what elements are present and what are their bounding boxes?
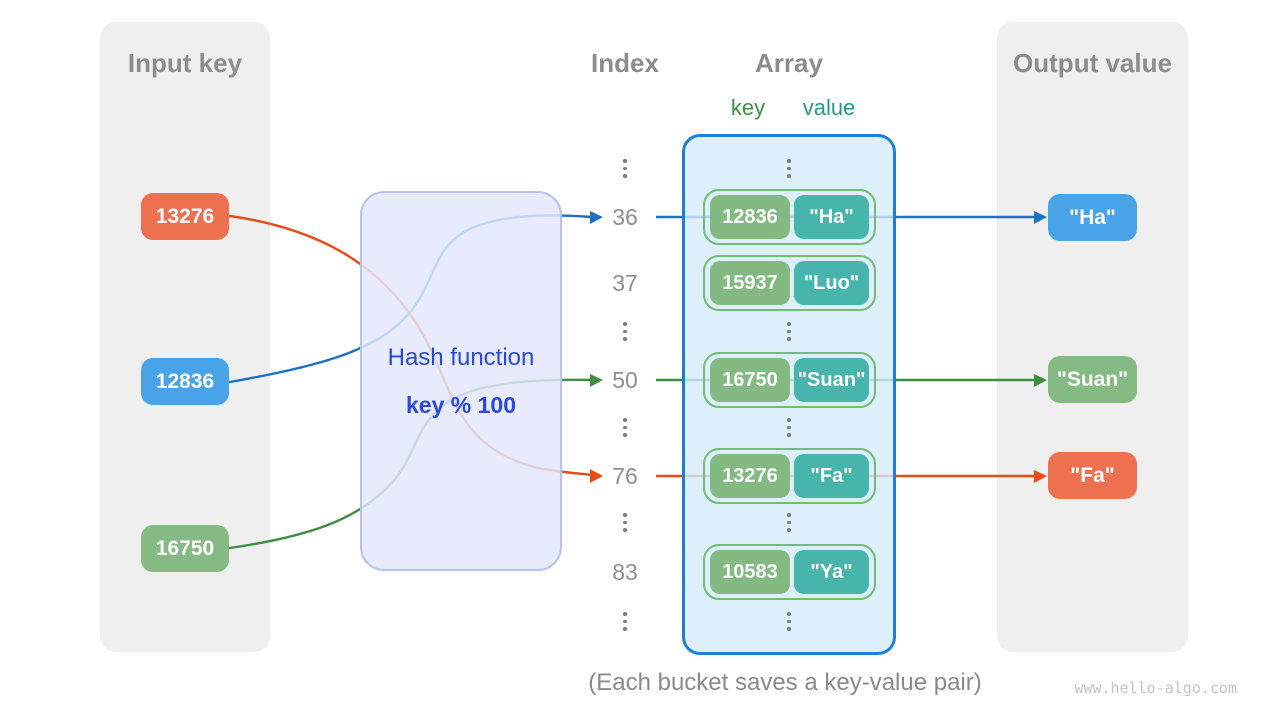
index-ellipsis-icon [610, 322, 640, 341]
array-ellipsis-icon [774, 159, 804, 178]
bucket-value: "Luo" [794, 261, 869, 305]
index-tick-37: 37 [612, 270, 638, 296]
index-ellipsis-icon [610, 513, 640, 532]
output-value-panel [997, 22, 1188, 652]
caption: (Each bucket saves a key-value pair) [588, 669, 982, 696]
output-value-ha: "Ha" [1048, 194, 1137, 241]
index-ellipsis-icon [610, 612, 640, 631]
input-key-12836: 12836 [141, 358, 229, 405]
bucket-key: 12836 [710, 195, 790, 239]
index-column-title: Index [591, 48, 659, 78]
bucket-value: "Fa" [794, 454, 869, 498]
array-panel-title: Array [755, 48, 823, 78]
array-key-header: key [730, 95, 766, 120]
array-ellipsis-icon [774, 612, 804, 631]
output-panel-title: Output value [1013, 48, 1172, 78]
hash-function-title: Hash function [387, 344, 535, 371]
bucket-key: 15937 [710, 261, 790, 305]
hash-function-box [360, 191, 562, 571]
array-ellipsis-icon [774, 513, 804, 532]
index-tick-50: 50 [612, 367, 638, 393]
index-ellipsis-icon [610, 159, 640, 178]
bucket-row: 16750 "Suan" [703, 352, 876, 408]
bucket-key: 13276 [710, 454, 790, 498]
bucket-row: 13276 "Fa" [703, 448, 876, 504]
index-tick-36: 36 [612, 204, 638, 230]
bucket-row: 15937 "Luo" [703, 255, 876, 311]
output-value-suan: "Suan" [1048, 356, 1137, 403]
bucket-value: "Ya" [794, 550, 869, 594]
array-ellipsis-icon [774, 322, 804, 341]
array-ellipsis-icon [774, 418, 804, 437]
input-panel-title: Input key [127, 48, 243, 78]
array-value-header: value [802, 95, 856, 120]
watermark: www.hello-algo.com [1074, 679, 1237, 697]
index-tick-76: 76 [612, 463, 638, 489]
bucket-key: 10583 [710, 550, 790, 594]
bucket-row: 10583 "Ya" [703, 544, 876, 600]
input-key-16750: 16750 [141, 525, 229, 572]
output-value-fa: "Fa" [1048, 452, 1137, 499]
index-tick-83: 83 [612, 559, 638, 585]
input-key-13276: 13276 [141, 193, 229, 240]
bucket-key: 16750 [710, 358, 790, 402]
index-ellipsis-icon [610, 418, 640, 437]
bucket-row: 12836 "Ha" [703, 189, 876, 245]
bucket-value: "Ha" [794, 195, 869, 239]
bucket-value: "Suan" [794, 358, 869, 402]
hash-function-formula: key % 100 [406, 392, 516, 418]
